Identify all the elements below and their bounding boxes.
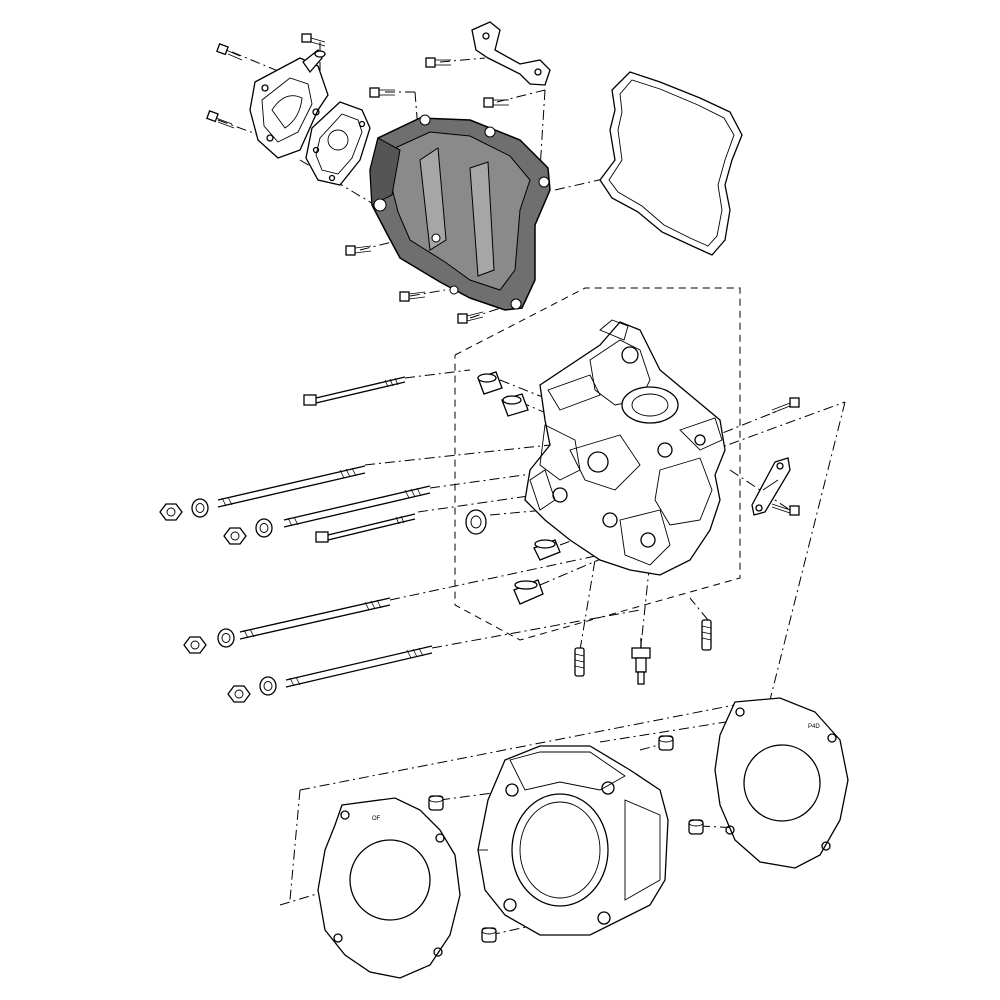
washer-3 bbox=[217, 628, 235, 648]
exhaust-stud-1 bbox=[574, 647, 585, 677]
valve-cover-bolt-3 bbox=[483, 97, 509, 108]
valve-cover-bolt-2 bbox=[425, 57, 451, 68]
head-stud-3 bbox=[239, 597, 391, 640]
nut-3 bbox=[183, 636, 207, 654]
thermostat-bolt-3 bbox=[301, 33, 326, 47]
washer-1 bbox=[191, 498, 209, 518]
thermostat-cover bbox=[249, 48, 329, 159]
head-stud-2 bbox=[283, 485, 431, 528]
valve-guide-2 bbox=[513, 579, 544, 605]
dowel-pin-1 bbox=[477, 371, 503, 395]
cylinder-dowel-1 bbox=[428, 795, 444, 811]
cylinder-dowel-3 bbox=[688, 819, 704, 835]
cylinder-head bbox=[524, 319, 726, 576]
cylinder-dowel-2 bbox=[658, 735, 674, 751]
cylinder-base-gasket: OF bbox=[317, 797, 461, 979]
valve-guide-1 bbox=[533, 539, 561, 561]
valve-cover-bolt-1 bbox=[369, 87, 395, 98]
dowel-pin-2 bbox=[501, 393, 529, 417]
side-bracket bbox=[751, 457, 791, 516]
breather-bracket bbox=[471, 21, 551, 86]
head-bolt-2 bbox=[315, 513, 416, 543]
nut-4 bbox=[227, 685, 251, 703]
valve-cover-bolt-6 bbox=[457, 311, 484, 324]
thermostat-bolt-1 bbox=[216, 43, 243, 61]
cylinder-dowel-4 bbox=[481, 927, 497, 943]
cylinder-block bbox=[477, 745, 669, 936]
washer-4 bbox=[259, 676, 277, 696]
head-stud-4 bbox=[285, 645, 433, 688]
head-stud-1 bbox=[217, 465, 366, 508]
valve-cover-bolt-5 bbox=[399, 291, 426, 302]
thermostat-bolt-2 bbox=[206, 110, 235, 129]
exhaust-stud-2 bbox=[701, 619, 712, 651]
collar bbox=[465, 509, 487, 535]
valve-cover bbox=[369, 114, 551, 311]
washer-2 bbox=[255, 518, 273, 538]
side-bolt-2 bbox=[771, 503, 800, 516]
cylinder-head-gasket: P4D bbox=[714, 697, 849, 869]
valve-cover-gasket bbox=[599, 71, 743, 256]
left-gasket-mark: OF bbox=[372, 816, 381, 822]
spark-plug bbox=[631, 638, 651, 685]
thermostat-gasket bbox=[305, 101, 371, 186]
nut-2 bbox=[223, 527, 247, 545]
valve-cover-bolt-4 bbox=[345, 245, 372, 256]
nut-1 bbox=[159, 503, 183, 521]
side-bolt-1 bbox=[771, 397, 800, 414]
head-bolt-1 bbox=[303, 376, 406, 406]
right-gasket-mark: P4D bbox=[808, 724, 820, 730]
